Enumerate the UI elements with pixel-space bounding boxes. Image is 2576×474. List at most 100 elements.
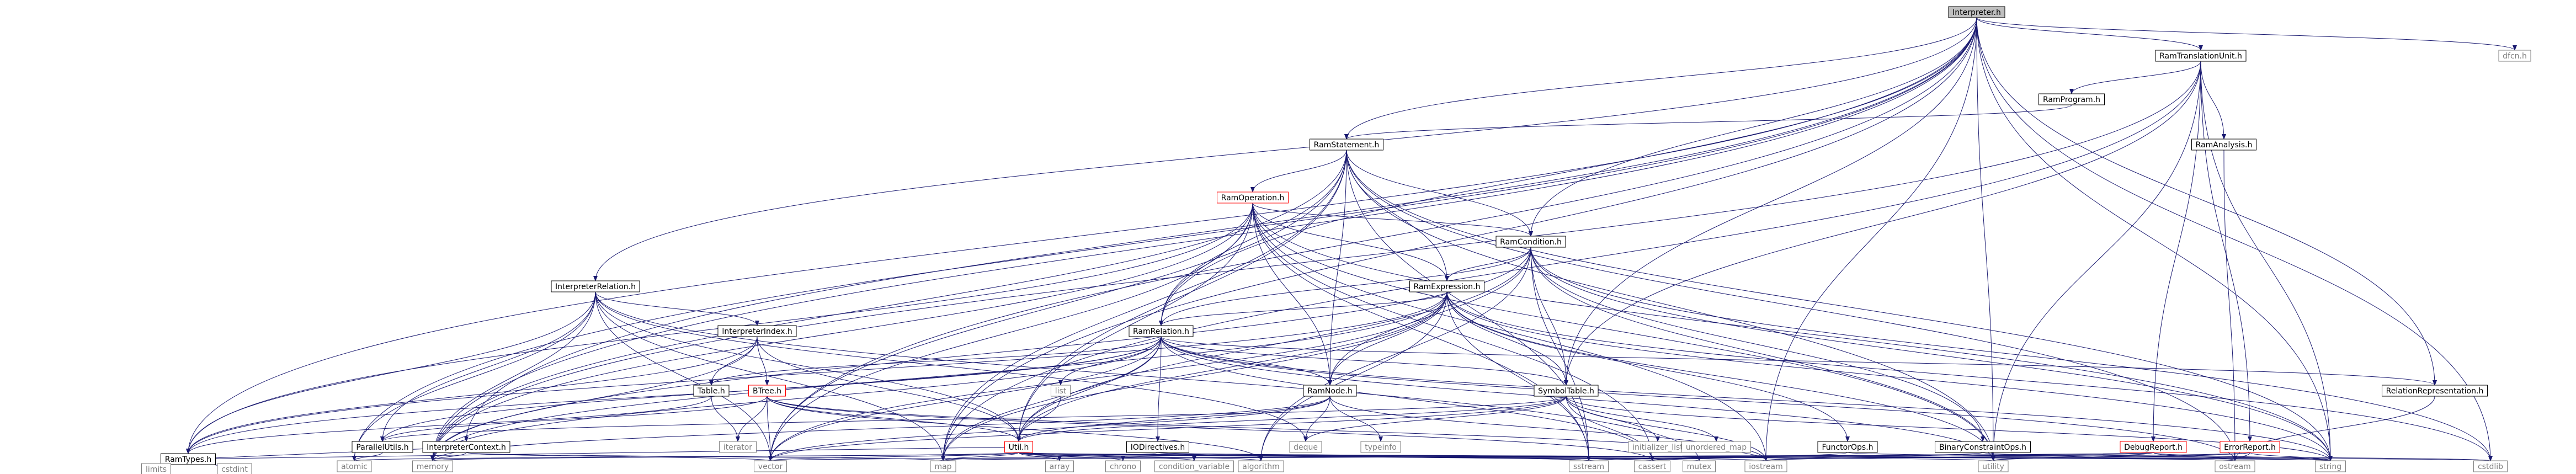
edge-util-to-algorithm	[1018, 452, 1263, 461]
node-relationrepresentation-label: RelationRepresentation.h	[2386, 387, 2484, 396]
node-deque-box	[1289, 441, 1322, 453]
node-util-box[interactable]	[1004, 441, 1033, 453]
node-ramprogram[interactable]: RamProgram.h	[2039, 93, 2105, 105]
edge-ramstatement-to-ramrelation	[1159, 150, 1347, 326]
node-ramrelation-box[interactable]	[1129, 325, 1194, 337]
node-ramexpression-box[interactable]	[1409, 280, 1484, 292]
node-functorops-box[interactable]	[1817, 441, 1878, 453]
node-parallelutils-box[interactable]	[352, 441, 413, 453]
node-ramcondition-label: RamCondition.h	[1500, 238, 1562, 247]
edge-ramtranslationunit-to-utility	[1991, 61, 2201, 461]
node-interpretercontext[interactable]: InterpreterContext.h	[422, 441, 510, 453]
edge-interpreter-to-dfcn	[1976, 17, 2517, 51]
node-atomic-label: atomic	[341, 462, 368, 471]
node-ramrelation[interactable]: RamRelation.h	[1129, 325, 1194, 337]
node-interpreterindex-box[interactable]	[717, 325, 797, 337]
node-ramanalysis-label: RamAnalysis.h	[2196, 141, 2253, 150]
edge-ramrelation-to-utility	[1161, 336, 1995, 461]
node-array-box	[1045, 460, 1074, 472]
node-binaryconstraintops[interactable]: BinaryConstraintOps.h	[1935, 441, 2031, 453]
node-list: list	[1051, 385, 1071, 397]
node-dfcn-label: dfcn.h	[2503, 52, 2527, 61]
node-ramcondition-box[interactable]	[1495, 236, 1566, 248]
edge-ramnode-to-vector	[768, 396, 1330, 461]
node-ostream: ostream	[2215, 460, 2255, 472]
node-errorreport-box[interactable]	[2220, 441, 2280, 453]
node-binaryconstraintops-box[interactable]	[1935, 441, 2031, 453]
node-interpreter-box[interactable]	[1948, 6, 2005, 18]
node-ramtypes-box[interactable]	[161, 453, 216, 465]
edge-interpreter-to-utility	[1976, 17, 1995, 461]
node-btree[interactable]: BTree.h	[748, 385, 786, 397]
node-btree-box[interactable]	[748, 385, 786, 397]
node-ramoperation-box[interactable]	[1217, 191, 1289, 204]
edge-interpreter-to-map	[941, 17, 1977, 461]
node-interpretercontext-box[interactable]	[422, 441, 510, 453]
node-interpreterrelation-label: InterpreterRelation.h	[555, 283, 636, 291]
node-utility-box	[1978, 460, 2009, 472]
node-initializer_list: initializer_list	[1628, 441, 1688, 453]
node-util[interactable]: Util.h	[1004, 441, 1033, 453]
node-interpreterindex[interactable]: InterpreterIndex.h	[717, 325, 797, 337]
node-ramanalysis[interactable]: RamAnalysis.h	[2191, 139, 2256, 151]
node-ramstatement[interactable]: RamStatement.h	[1310, 139, 1383, 151]
node-functorops[interactable]: FunctorOps.h	[1817, 441, 1878, 453]
node-symboltable-box[interactable]	[1534, 385, 1599, 397]
node-array-label: array	[1050, 462, 1070, 471]
edge-symboltable-to-vector	[768, 396, 1567, 461]
node-symboltable[interactable]: SymbolTable.h	[1534, 385, 1599, 397]
node-relationrepresentation[interactable]: RelationRepresentation.h	[2382, 385, 2488, 397]
edge-errorreport-to-ostream	[2233, 452, 2250, 461]
node-errorreport[interactable]: ErrorReport.h	[2220, 441, 2280, 453]
edge-ramanalysis-to-ostream	[2223, 150, 2237, 461]
node-initializer_list-label: initializer_list	[1632, 443, 1683, 452]
node-deque-label: deque	[1294, 443, 1318, 452]
node-ramstatement-box[interactable]	[1310, 139, 1383, 151]
edge-ramtranslationunit-to-ramanalysis	[2200, 61, 2226, 140]
node-ramcondition[interactable]: RamCondition.h	[1495, 236, 1566, 248]
node-map-box	[930, 460, 956, 472]
node-interpreterrelation-box[interactable]	[551, 280, 640, 292]
node-iodirectives-box[interactable]	[1126, 441, 1189, 453]
edge-interpreter-to-iostream	[1764, 17, 1977, 461]
node-interpreterrelation[interactable]: InterpreterRelation.h	[551, 280, 640, 292]
node-atomic: atomic	[337, 460, 372, 472]
edge-debugreport-to-utility	[1991, 452, 2154, 461]
node-parallelutils-label: ParallelUtils.h	[356, 443, 408, 452]
node-cassert: cassert	[1634, 460, 1670, 472]
node-ramnode[interactable]: RamNode.h	[1303, 385, 1357, 397]
edge-ramoperation-to-vector	[768, 203, 1253, 461]
node-table[interactable]: Table.h	[693, 385, 730, 397]
edge-interpreter-to-ramcondition	[1529, 17, 1977, 237]
node-ramprogram-box[interactable]	[2039, 93, 2105, 105]
node-table-box[interactable]	[693, 385, 730, 397]
node-ramtypes[interactable]: RamTypes.h	[161, 453, 216, 465]
node-cassert-label: cassert	[1638, 462, 1667, 471]
edge-ramexpression-to-sstream	[1446, 291, 1591, 461]
node-ramtranslationunit[interactable]: RamTranslationUnit.h	[2155, 50, 2247, 62]
node-ramnode-box[interactable]	[1303, 385, 1357, 397]
node-ramanalysis-box[interactable]	[2191, 139, 2256, 151]
node-relationrepresentation-box[interactable]	[2382, 385, 2488, 397]
node-list-label: list	[1055, 387, 1067, 396]
node-debugreport-label: DebugReport.h	[2124, 443, 2183, 452]
edge-interpreter-to-relationrepresentation	[1976, 17, 2437, 386]
edge-functorops-to-cassert	[1650, 452, 1848, 461]
edge-interpretercontext-to-vector	[466, 452, 773, 461]
node-table-label: Table.h	[697, 387, 725, 396]
node-interpreter[interactable]: Interpreter.h	[1948, 6, 2005, 18]
node-debugreport-box[interactable]	[2120, 441, 2187, 453]
node-ramoperation[interactable]: RamOperation.h	[1217, 191, 1289, 204]
node-ramtranslationunit-box[interactable]	[2155, 50, 2247, 62]
node-parallelutils[interactable]: ParallelUtils.h	[352, 441, 413, 453]
node-debugreport[interactable]: DebugReport.h	[2120, 441, 2187, 453]
edge-ramstatement-to-util	[1016, 150, 1347, 442]
edge-ramcondition-to-ramnode	[1328, 247, 1531, 386]
node-iodirectives[interactable]: IODirectives.h	[1126, 441, 1189, 453]
edge-ramstatement-to-vector	[768, 150, 1347, 461]
node-vector-box	[754, 460, 787, 472]
node-ramexpression[interactable]: RamExpression.h	[1409, 280, 1484, 292]
edge-ramtranslationunit-to-string	[2200, 61, 2333, 461]
node-deque: deque	[1289, 441, 1322, 453]
